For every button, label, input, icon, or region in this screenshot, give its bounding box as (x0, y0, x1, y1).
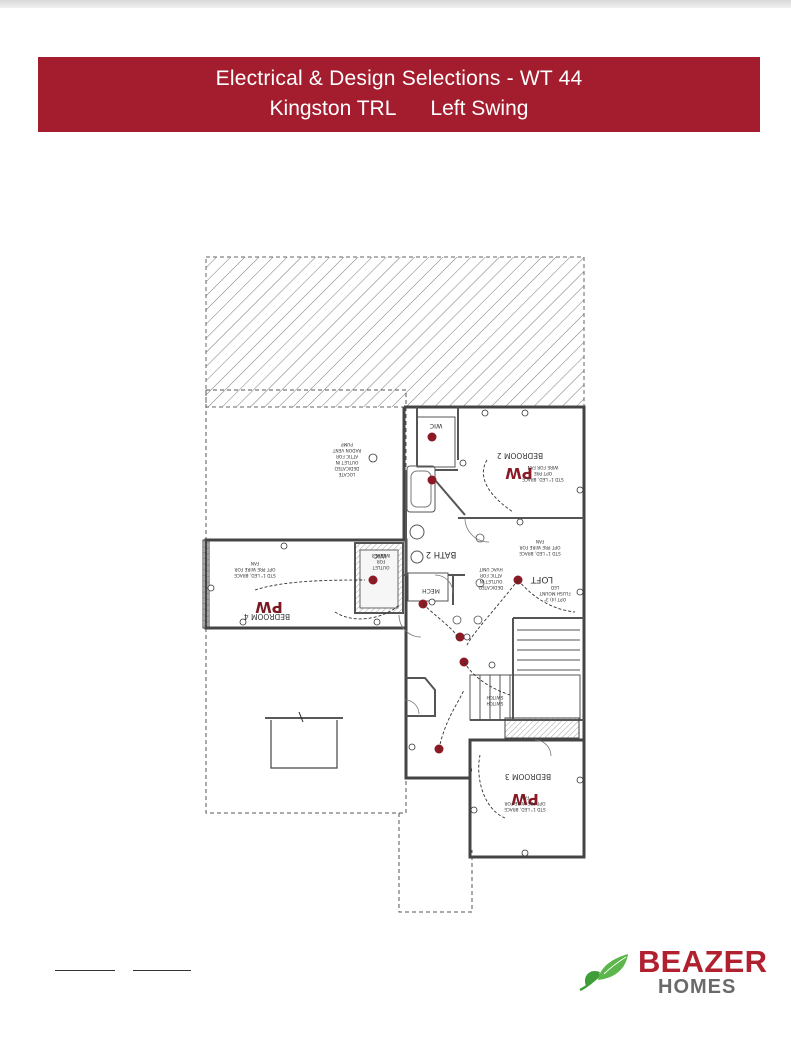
swing-label: Left Swing (430, 97, 529, 120)
note-wic-outlet: OUTLET FOR WASHER (372, 552, 391, 570)
svg-text:STD 1" LED, BRACE: STD 1" LED, BRACE (234, 572, 276, 578)
svg-text:STD 1" LED, BRACE: STD 1" LED, BRACE (519, 550, 561, 556)
svg-text:ATTIC FOR: ATTIC FOR (336, 453, 358, 459)
svg-text:OPT (4) 3": OPT (4) 3" (544, 596, 566, 602)
brand-name: BEAZER (638, 944, 768, 979)
note-bedroom-2-fan: STD 1" LED, BRACE OPT PRE WIRE FOR FAN (522, 464, 564, 482)
svg-text:OPT PRE WIRE FOR: OPT PRE WIRE FOR (234, 566, 275, 572)
room-bedroom-3 (468, 738, 586, 859)
label-loft: LOFT (530, 574, 553, 584)
svg-text:WIRE FOR FAN: WIRE FOR FAN (527, 464, 558, 470)
svg-text:FAN: FAN (536, 538, 544, 544)
roof-hatch-area (205, 256, 585, 408)
svg-text:STD 1" LED, BRACE: STD 1" LED, BRACE (522, 476, 564, 482)
note-radon: LOCATE DEDICATED OUTLET IN ATTIC FOR RAD… (332, 441, 361, 477)
svg-text:ATTIC FOR: ATTIC FOR (480, 572, 502, 578)
note-flush-mount: OPT (4) 3" FLUSH MOUNT LED (539, 584, 571, 602)
title-banner: Electrical & Design Selections - WT 44 K… (38, 57, 760, 132)
leaf-icon (579, 954, 628, 992)
svg-text:FOR: FOR (377, 558, 386, 564)
plan-subtitle: Kingston TRL Left Swing (38, 97, 760, 121)
ceiling-fixture-icon (427, 432, 437, 442)
floor-plan-drawing: BEDROOM 2 LOFT BATH 2 BEDROOM 4 BEDROOM … (202, 256, 586, 913)
svg-text:SWITCH: SWITCH (487, 700, 504, 706)
svg-text:FAN: FAN (251, 560, 259, 566)
svg-text:OPT PRE WIRE FOR: OPT PRE WIRE FOR (519, 544, 560, 550)
svg-text:LED: LED (550, 584, 559, 590)
signature-line-1 (55, 970, 115, 971)
svg-text:OUTLET IN: OUTLET IN (336, 459, 359, 465)
label-wic-upper: WIC (429, 422, 442, 430)
note-switch: SWITCH SWITCH (487, 694, 504, 706)
document-title: Electrical & Design Selections - WT 44 (215, 67, 583, 90)
pw-mark-bedroom-2: PW (505, 464, 533, 482)
svg-text:OPT PRE: OPT PRE (534, 470, 553, 476)
note-bedroom-3-fan: STD 1" LED, BRACE OPT PRE WIRE FOR FAN (504, 794, 546, 812)
pw-mark-bedroom-4: PW (255, 598, 283, 616)
svg-text:OPT PRE WIRE FOR: OPT PRE WIRE FOR (504, 800, 545, 806)
svg-text:HVAC UNIT: HVAC UNIT (479, 566, 503, 572)
note-mech-outlet: DEDICATED OUTLET IN ATTIC FOR HVAC UNIT (478, 566, 504, 590)
note-bedroom-4-fan: STD 1" LED, BRACE OPT PRE WIRE FOR FAN (234, 560, 276, 578)
svg-text:DEDICATED: DEDICATED (334, 465, 360, 471)
brand-subtitle: HOMES (658, 976, 737, 998)
label-bedroom-4: BEDROOM 4 (244, 612, 291, 621)
pw-mark-bedroom-3: PW (511, 790, 539, 808)
svg-text:STD 1" LED, BRACE: STD 1" LED, BRACE (504, 806, 546, 812)
label-mech: MECH (422, 587, 440, 594)
svg-text:SWITCH: SWITCH (487, 694, 504, 700)
svg-text:FAN: FAN (521, 794, 529, 800)
window-top-edge (0, 0, 791, 8)
signature-line-2 (133, 970, 191, 971)
svg-text:LOCATE: LOCATE (338, 471, 355, 477)
note-loft-fan: STD 1" LED, BRACE OPT PRE WIRE FOR FAN (519, 538, 561, 556)
svg-text:DEDICATED: DEDICATED (478, 584, 504, 590)
label-bedroom-3: BEDROOM 3 (505, 772, 552, 781)
svg-text:FLUSH MOUNT: FLUSH MOUNT (539, 590, 571, 596)
label-bath-2: BATH 2 (426, 549, 457, 559)
svg-text:OUTLET IN: OUTLET IN (480, 578, 503, 584)
svg-text:OUTLET: OUTLET (372, 564, 389, 570)
label-wic-bedroom-4: WIC (373, 552, 386, 560)
svg-text:PUMP: PUMP (341, 441, 353, 447)
beazer-homes-logo: BEAZER HOMES (578, 942, 768, 1000)
svg-text:RADON VENT: RADON VENT (332, 447, 361, 453)
label-bedroom-2: BEDROOM 2 (497, 451, 544, 460)
svg-text:WASHER: WASHER (372, 552, 391, 558)
plan-name: Kingston TRL (269, 97, 397, 120)
